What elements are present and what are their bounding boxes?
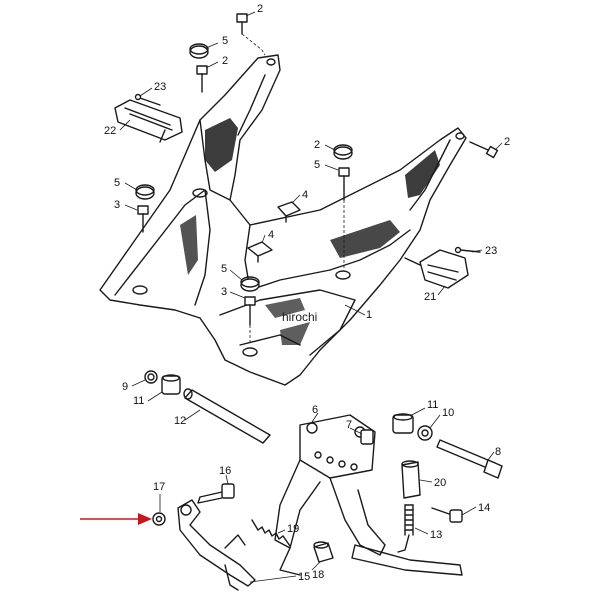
callout-23: 23 — [485, 245, 497, 257]
callout-15: 15 — [298, 571, 310, 583]
cap-part-5-c — [333, 144, 353, 160]
spring-part-13 — [397, 504, 414, 553]
callout-2: 2 — [222, 55, 228, 67]
callout-1: 1 — [366, 309, 372, 321]
callout-8: 8 — [495, 446, 501, 458]
callout-4: 4 — [302, 189, 308, 201]
footrest-part-22 — [114, 99, 183, 143]
pin-part-7 — [360, 429, 374, 445]
bolt-part-2-mid — [338, 167, 350, 268]
callout-17: 17 — [153, 481, 165, 493]
callout-2: 2 — [257, 3, 263, 15]
callout-6: 6 — [312, 404, 318, 416]
spring-part-19 — [251, 519, 291, 547]
callout-5: 5 — [114, 177, 120, 189]
callout-13: 13 — [430, 529, 442, 541]
stopper-part-20 — [401, 460, 421, 499]
collar-part-9 — [144, 370, 158, 384]
footrest-part-21 — [404, 249, 469, 289]
red-arrow-icon — [80, 513, 152, 525]
bracket-part-4-upper — [277, 201, 301, 223]
pad-part-18 — [313, 541, 334, 563]
bolt-part-2-a — [196, 65, 208, 93]
pivot-bolt-part-8 — [436, 439, 503, 479]
cap-part-5-d — [240, 276, 260, 292]
callout-20: 20 — [434, 477, 446, 489]
bolt-part-3-left — [137, 205, 149, 233]
callout-3: 3 — [221, 286, 227, 298]
callout-numbers: 2 5 2 23 22 5 2 2 5 3 4 4 23 21 5 3 1 9 … — [104, 3, 510, 583]
side-stand-part-15 — [177, 499, 256, 591]
callout-18: 18 — [312, 569, 324, 581]
callout-14: 14 — [478, 502, 490, 514]
callout-11: 11 — [427, 399, 438, 411]
main-stand-part — [274, 459, 463, 576]
callout-22: 22 — [104, 125, 116, 137]
callout-12: 12 — [174, 415, 186, 427]
callout-7: 7 — [346, 419, 352, 431]
callout-4: 4 — [268, 229, 274, 241]
callout-9: 9 — [122, 381, 128, 393]
cap-part-5-b — [135, 184, 155, 200]
callout-16: 16 — [219, 465, 231, 477]
callout-23: 23 — [154, 81, 166, 93]
bolt-part-14 — [431, 507, 463, 523]
floor-board-part — [99, 54, 467, 386]
bolt-part-2-right — [469, 141, 499, 159]
stand-bracket-part-6 — [299, 414, 376, 479]
bracket-part-4-lower — [247, 241, 273, 263]
callout-21: 21 — [424, 291, 436, 303]
bolt-part-16 — [197, 483, 235, 504]
callout-3: 3 — [114, 199, 120, 211]
bolt-part-2-top — [236, 13, 266, 56]
washer-part-17 — [152, 512, 166, 526]
callout-2: 2 — [314, 139, 320, 151]
callout-5: 5 — [221, 263, 227, 275]
watermark-text: hirochi — [282, 310, 317, 324]
leader-lines — [119, 11, 503, 583]
bolt-part-3-lower — [244, 296, 256, 345]
bushing-part-11-left — [161, 374, 181, 395]
callout-5: 5 — [314, 159, 320, 171]
bolt-part-23-upper — [134, 93, 161, 106]
callout-11: 11 — [133, 395, 144, 407]
callout-5: 5 — [222, 35, 228, 47]
cap-part-5-a — [189, 43, 209, 59]
shaft-part-12 — [183, 388, 271, 444]
bolt-part-23-lower — [454, 246, 481, 254]
callout-10: 10 — [442, 407, 454, 419]
bushing-part-11-right — [392, 413, 414, 434]
callout-2: 2 — [504, 136, 510, 148]
washer-part-10 — [417, 425, 433, 441]
callout-19: 19 — [287, 523, 299, 535]
